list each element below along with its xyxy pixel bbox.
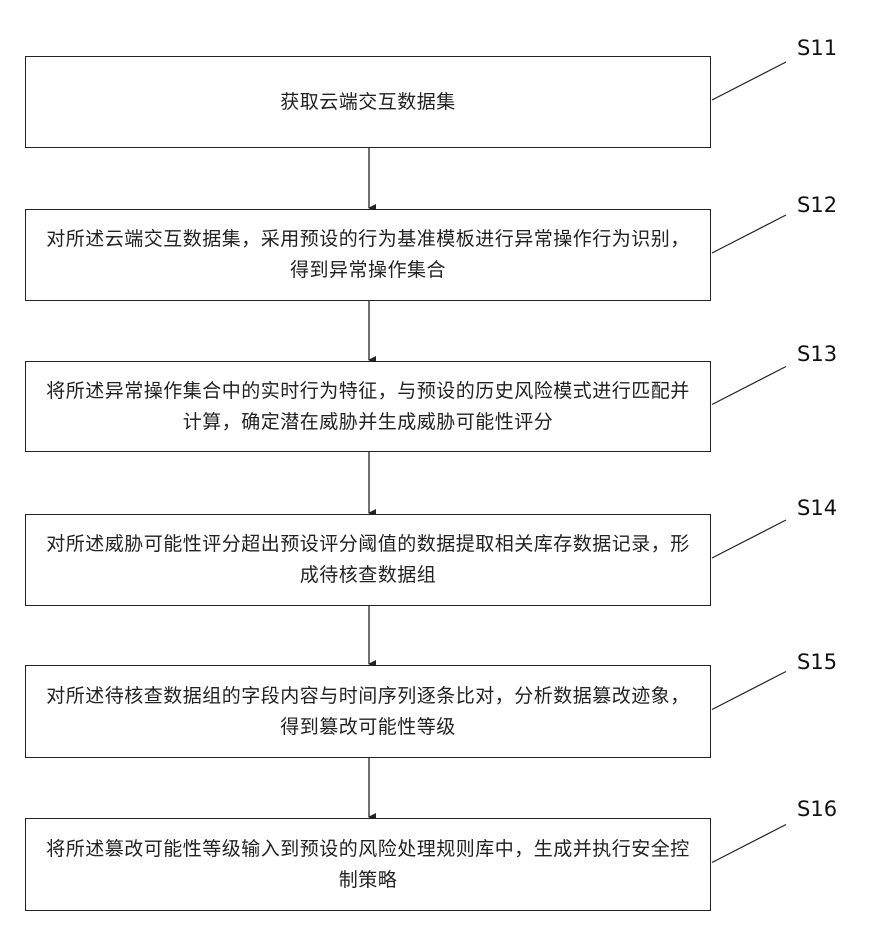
step-text: 对所述威胁可能性评分超出预设评分阈值的数据提取相关库存数据记录，形成待核查数据组 <box>26 529 710 591</box>
step-text: 将所述篡改可能性等级输入到预设的风险处理规则库中，生成并执行安全控制策略 <box>26 834 710 896</box>
step-label-s11: S11 <box>797 36 837 60</box>
step-box-s14: 对所述威胁可能性评分超出预设评分阈值的数据提取相关库存数据记录，形成待核查数据组 <box>25 514 711 606</box>
leader-line-s15 <box>712 672 786 710</box>
step-label-s13: S13 <box>797 342 837 366</box>
step-label-s14: S14 <box>797 496 837 520</box>
step-label-s15: S15 <box>797 650 837 674</box>
step-label-s16: S16 <box>797 797 837 821</box>
leader-line-s11 <box>712 62 786 100</box>
step-text: 获取云端交互数据集 <box>266 87 470 118</box>
step-box-s13: 将所述异常操作集合中的实时行为特征，与预设的历史风险模式进行匹配并计算，确定潜在… <box>25 361 711 452</box>
leader-line-s12 <box>712 215 786 253</box>
step-box-s11: 获取云端交互数据集 <box>25 56 711 148</box>
step-box-s15: 对所述待核查数据组的字段内容与时间序列逐条比对，分析数据篡改迹象，得到篡改可能性… <box>25 665 711 758</box>
leader-line-s13 <box>712 367 786 405</box>
step-text: 对所述待核查数据组的字段内容与时间序列逐条比对，分析数据篡改迹象，得到篡改可能性… <box>26 681 710 743</box>
step-box-s16: 将所述篡改可能性等级输入到预设的风险处理规则库中，生成并执行安全控制策略 <box>25 818 711 911</box>
step-label-s12: S12 <box>797 193 837 217</box>
step-text: 对所述云端交互数据集，采用预设的行为基准模板进行异常操作行为识别，得到异常操作集… <box>26 224 710 286</box>
step-text: 将所述异常操作集合中的实时行为特征，与预设的历史风险模式进行匹配并计算，确定潜在… <box>26 376 710 438</box>
leader-line-s16 <box>712 825 786 863</box>
leader-line-s14 <box>712 520 786 558</box>
step-box-s12: 对所述云端交互数据集，采用预设的行为基准模板进行异常操作行为识别，得到异常操作集… <box>25 209 711 301</box>
